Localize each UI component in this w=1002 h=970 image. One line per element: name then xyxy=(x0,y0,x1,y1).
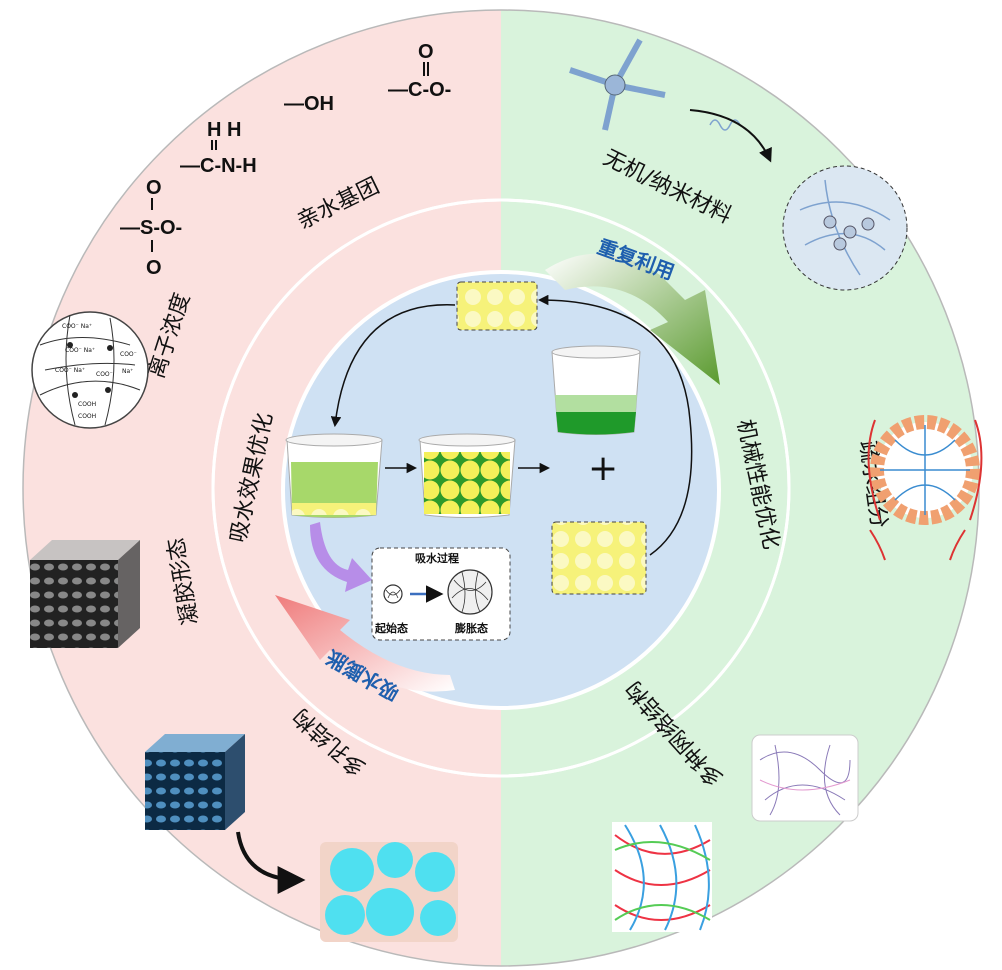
svg-text:—C-O-: —C-O- xyxy=(388,79,451,101)
beaker-swollen xyxy=(418,433,516,518)
swelling-arrow xyxy=(275,595,455,692)
porous-structure-cube xyxy=(145,734,245,830)
svg-text:COO⁻ Na⁺: COO⁻ Na⁺ xyxy=(65,347,95,354)
svg-text:O: O xyxy=(146,177,162,199)
nanoparticle-illustration xyxy=(569,38,741,131)
svg-text:O: O xyxy=(418,41,434,63)
svg-text:COOH: COOH xyxy=(78,401,96,408)
absorption-process-box: 吸水过程 起始态 膨胀态 xyxy=(371,547,511,641)
arrow-sheet-to-beaker xyxy=(330,304,456,428)
arrow-recycle xyxy=(537,294,693,556)
multi-network-illustration-1 xyxy=(751,734,859,822)
svg-text:COOH: COOH xyxy=(78,413,96,420)
foam-sheet-bottom xyxy=(551,521,647,595)
svg-text:O: O xyxy=(146,257,162,279)
foam-sheet-top xyxy=(456,281,538,331)
purple-arrow xyxy=(310,522,372,592)
reuse-arrow xyxy=(545,253,720,385)
svg-text:—S-O-: —S-O- xyxy=(120,217,182,239)
svg-text:COO⁻ Na⁺: COO⁻ Na⁺ xyxy=(55,367,85,374)
svg-text:Na⁺: Na⁺ xyxy=(122,368,133,375)
chem-groups: O —C-O- —OH H H —C-N-H O —S-O- O xyxy=(120,41,451,279)
process-title: 吸水过程 xyxy=(415,551,459,565)
beaker-water xyxy=(551,345,641,435)
inner-white-ring xyxy=(211,198,791,778)
svg-text:COO⁻ Na⁺: COO⁻ Na⁺ xyxy=(62,323,92,330)
svg-text:—C-N-H: —C-N-H xyxy=(180,155,257,177)
porous-arrow xyxy=(236,831,306,894)
ion-network-illustration: COO⁻ Na⁺ COO⁻ Na⁺ COO⁻ Na⁺ COO⁻ Na⁺ COO⁻… xyxy=(31,311,149,429)
plus-sign: + xyxy=(588,448,618,489)
svg-text:COO⁻: COO⁻ xyxy=(120,351,137,358)
svg-text:COO⁻: COO⁻ xyxy=(96,371,113,378)
multi-network-illustration-2 xyxy=(612,822,712,932)
swollen-state-label: 膨胀态 xyxy=(454,621,488,635)
gel-morphology-cube xyxy=(30,540,140,648)
svg-text:—OH: —OH xyxy=(284,93,334,115)
svg-text:H H: H H xyxy=(207,119,241,141)
nano-network-circle xyxy=(782,165,908,291)
pore-structure-illustration xyxy=(320,842,458,942)
initial-state-label: 起始态 xyxy=(374,621,408,635)
nano-arrow xyxy=(689,109,772,163)
micelle-illustration xyxy=(867,415,983,561)
beaker-initial xyxy=(285,433,383,518)
